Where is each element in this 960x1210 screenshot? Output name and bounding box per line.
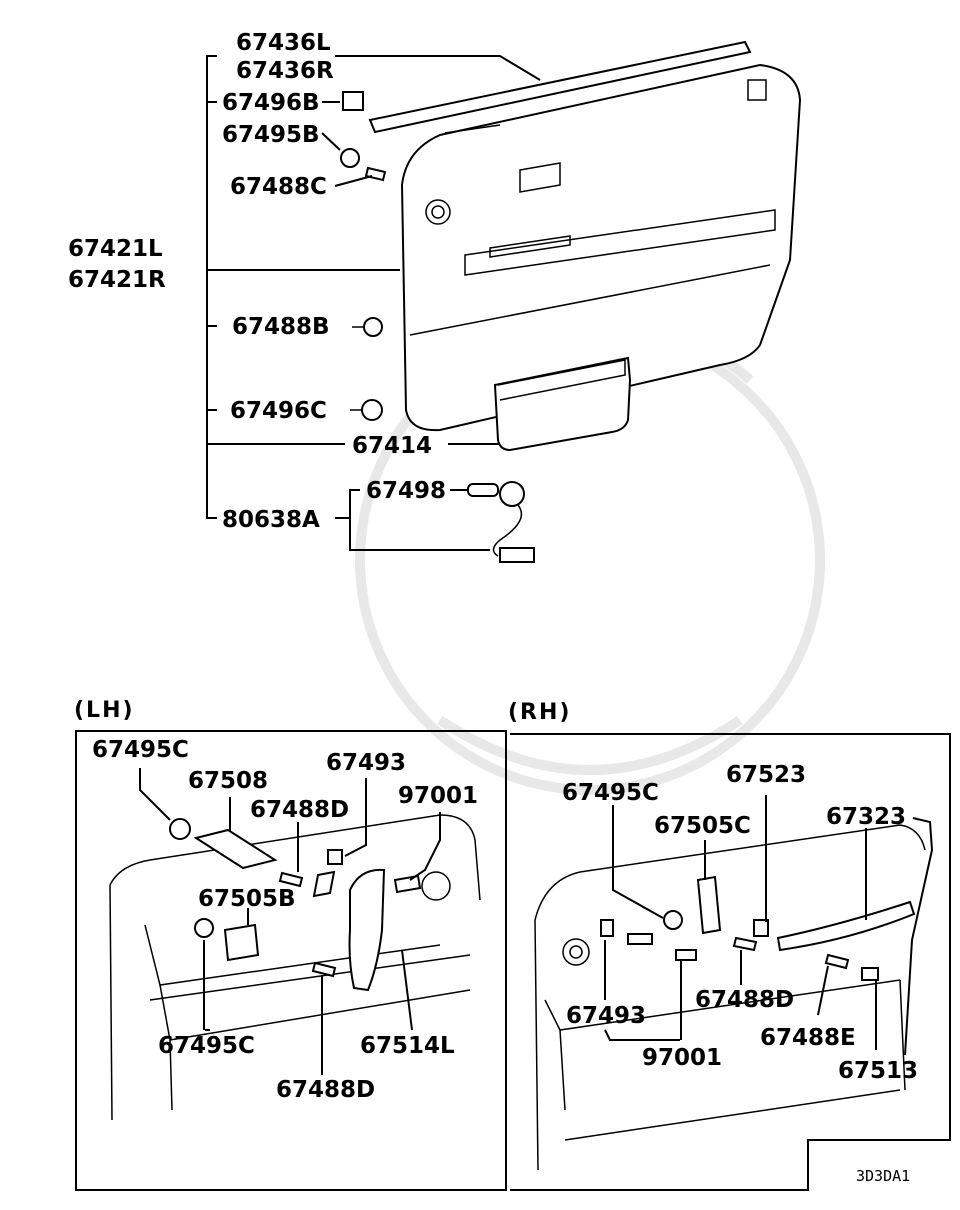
top-assembly: [340, 40, 802, 563]
label-67421L: 67421L: [68, 236, 163, 262]
label-67488B: 67488B: [232, 314, 330, 340]
lh-label-67493: 67493: [326, 750, 406, 776]
rh-leader-lines: [604, 795, 934, 1056]
rh-label-97001: 97001: [642, 1045, 722, 1071]
lh-label-67488D-top: 67488D: [250, 797, 349, 823]
rh-cap-67513-part: [861, 967, 879, 981]
rh-panel: [510, 733, 951, 1191]
lh-screw-bot-part: [311, 961, 337, 978]
rh-plate-part: [627, 933, 653, 945]
rh-grip-67323-part: [776, 900, 916, 952]
rh-screw-67488E-part: [824, 953, 850, 970]
lh-label-67495C-bot: 67495C: [158, 1033, 255, 1059]
lh-handle-67514L-part: [348, 868, 386, 992]
label-67436R: 67436R: [236, 58, 334, 84]
lh-fastener-top-part: [169, 818, 191, 840]
rh-label-67495C: 67495C: [562, 780, 659, 806]
diagram-code: 3D3DA1: [856, 1167, 910, 1185]
door-trim-panel-part: [400, 63, 802, 432]
rh-label-67493: 67493: [566, 1003, 646, 1029]
lamp-socket-part: [499, 481, 525, 507]
rh-screw-67488D-part: [732, 936, 758, 952]
lh-fastener-bot-part: [194, 918, 214, 938]
rh-clip-67493-part: [600, 919, 614, 937]
lh-label-97001: 97001: [398, 783, 478, 809]
rh-label-67523: 67523: [726, 762, 806, 788]
fastener-67495B-part: [340, 148, 360, 168]
harness-connector-part: [499, 547, 535, 563]
label-67421R: 67421R: [68, 267, 166, 293]
top-leader-lines: [206, 55, 541, 551]
rh-bracket-67505C-part: [696, 875, 722, 935]
lh-section-title: (LH): [74, 698, 135, 723]
lh-leader-lines: [139, 768, 441, 1075]
rh-label-67488E: 67488E: [760, 1025, 856, 1051]
lh-panel: [75, 730, 507, 1191]
lh-label-67495C-top: 67495C: [92, 737, 189, 763]
lh-label-67488D-bot: 67488D: [276, 1077, 375, 1103]
lh-bracket-67508-part: [193, 828, 278, 870]
rh-bezel-97001-part: [675, 949, 697, 961]
rh-fastener-67495C-part: [663, 910, 683, 930]
lh-bracket-67505B-part: [223, 923, 260, 962]
label-80638A: 80638A: [222, 507, 320, 533]
label-67496C: 67496C: [230, 398, 327, 424]
screw-67488C-part: [364, 166, 387, 182]
lh-clip-plate-part: [312, 870, 336, 898]
lh-label-67508: 67508: [188, 768, 268, 794]
rh-label-67505C: 67505C: [654, 813, 751, 839]
lh-label-67514L: 67514L: [360, 1033, 455, 1059]
label-67496B: 67496B: [222, 90, 320, 116]
lh-screw-top-part: [278, 871, 304, 888]
lh-label-67505B: 67505B: [198, 886, 296, 912]
rh-bracket-67523-part: [753, 919, 769, 937]
rh-label-67323: 67323: [826, 804, 906, 830]
label-67498: 67498: [366, 478, 446, 504]
lh-clip-67493-part: [327, 849, 343, 865]
clip-67496B-part: [342, 91, 364, 111]
label-67414: 67414: [352, 433, 432, 459]
label-67488C: 67488C: [230, 174, 327, 200]
rh-label-67513: 67513: [838, 1058, 918, 1084]
clip-67496C-part: [361, 399, 383, 421]
screw-67488B-part: [363, 317, 383, 337]
rh-label-67488D: 67488D: [695, 987, 794, 1013]
rh-section-title: (RH): [508, 700, 571, 725]
weatherstrip-part: [368, 40, 752, 134]
label-67436L: 67436L: [236, 30, 331, 56]
lh-bezel-97001-part: [393, 874, 422, 894]
label-67495B: 67495B: [222, 122, 320, 148]
lamp-67498-part: [467, 483, 499, 497]
